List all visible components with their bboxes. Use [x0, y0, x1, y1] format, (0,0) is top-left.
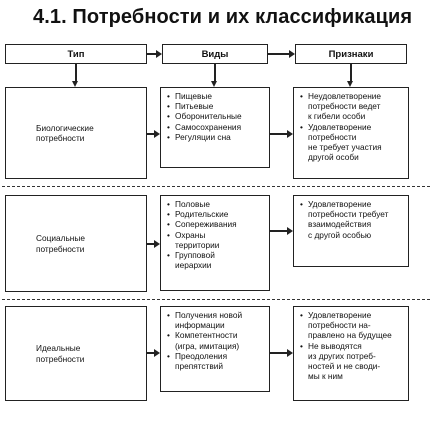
header-signs: Признаки	[295, 44, 407, 64]
page-title: 4.1. Потребности и их классификация	[33, 6, 413, 28]
kind-item: Родительские	[167, 209, 266, 219]
kind-item: Компетентности (игра, имитация)	[167, 330, 266, 350]
arrow-drop-type	[72, 81, 78, 87]
signs-box-biological: Неудовлетворение потребности ведет к гиб…	[293, 87, 409, 179]
connector-ideal-type-kinds	[147, 352, 155, 354]
kind-item: Преодоления препятствий	[167, 351, 266, 371]
connector-bio-kinds-signs	[270, 133, 287, 135]
header-type: Тип	[5, 44, 147, 64]
arrow-ideal-kinds	[154, 349, 160, 357]
sign-item: Неудовлетворение потребности ведет к гиб…	[300, 91, 405, 122]
sign-item: Удовлетворение потребности на- правлено …	[300, 310, 405, 341]
sign-item: Удовлетворение потребности требует взаим…	[300, 199, 405, 240]
connector-header-type-kinds	[147, 53, 157, 55]
type-label-ideal: Идеальные потребности	[36, 343, 85, 364]
type-box-ideal: Идеальные потребности	[5, 306, 147, 401]
kind-item: Получения новой информации	[167, 310, 266, 330]
signs-box-social: Удовлетворение потребности требует взаим…	[293, 195, 409, 267]
type-label-social: Социальные потребности	[36, 233, 85, 254]
arrow-bio-signs	[287, 130, 293, 138]
sign-item: Удовлетворение потребности не требует уч…	[300, 122, 405, 163]
connector-bio-type-kinds	[147, 133, 155, 135]
connector-soc-type-kinds	[147, 243, 155, 245]
sign-item: Не выводятся из других потреб- ностей и …	[300, 341, 405, 382]
kind-item: Пищевые	[167, 91, 266, 101]
arrow-soc-signs	[287, 227, 293, 235]
arrow-header-kinds	[156, 50, 162, 58]
header-kinds: Виды	[162, 44, 268, 64]
kind-item: Самосохранения	[167, 122, 266, 132]
kind-item: Половые	[167, 199, 266, 209]
drop-kinds	[214, 64, 216, 82]
drop-type	[75, 64, 77, 82]
kinds-box-biological: Пищевые Питьевые Оборонительные Самосохр…	[160, 87, 270, 168]
kind-item: Сопереживания	[167, 219, 266, 229]
kind-item: Оборонительные	[167, 111, 266, 121]
connector-soc-kinds-signs	[270, 230, 287, 232]
type-box-social: Социальные потребности	[5, 195, 147, 292]
arrow-header-signs	[289, 50, 295, 58]
arrow-soc-kinds	[154, 240, 160, 248]
connector-header-kinds-signs	[268, 53, 290, 55]
kind-item: Питьевые	[167, 101, 266, 111]
kinds-box-social: Половые Родительские Сопереживания Охран…	[160, 195, 270, 291]
arrow-bio-kinds	[154, 130, 160, 138]
type-box-biological: Биологические потребности	[5, 87, 147, 179]
kind-item: Групповой иерархии	[167, 250, 266, 270]
row-divider	[2, 186, 430, 187]
signs-box-ideal: Удовлетворение потребности на- правлено …	[293, 306, 409, 401]
arrow-drop-signs	[347, 81, 353, 87]
arrow-drop-kinds	[211, 81, 217, 87]
kind-item: Охраны территории	[167, 230, 266, 250]
row-divider	[2, 299, 430, 300]
arrow-ideal-signs	[287, 349, 293, 357]
connector-ideal-kinds-signs	[270, 352, 287, 354]
kinds-box-ideal: Получения новой информации Компетентност…	[160, 306, 270, 392]
kind-item: Регуляции сна	[167, 132, 266, 142]
type-label-biological: Биологические потребности	[36, 122, 94, 143]
drop-signs	[350, 64, 352, 82]
